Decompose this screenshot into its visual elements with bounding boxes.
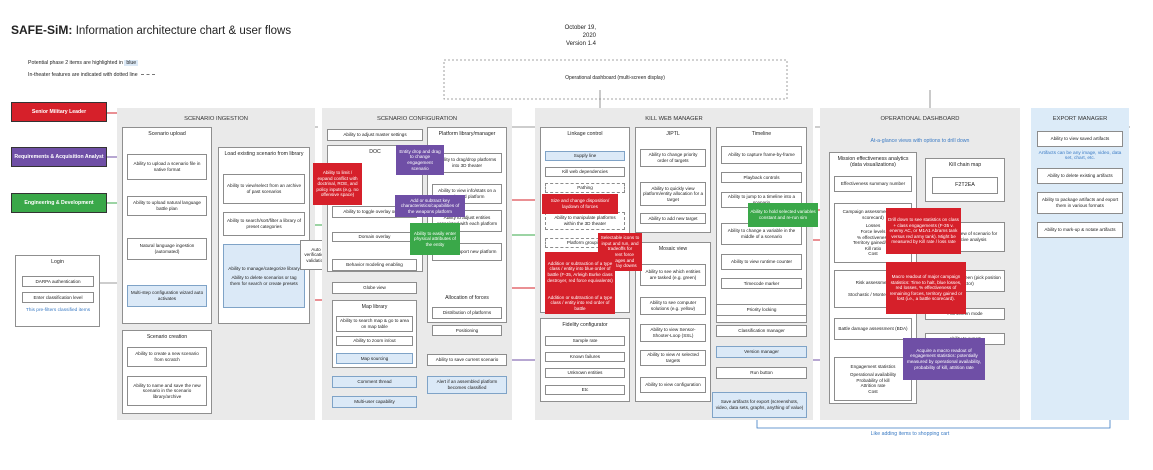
etc[interactable]: Etc <box>545 385 625 395</box>
view-configuration[interactable]: Ability to view configuration <box>640 377 706 393</box>
unknown-entities[interactable]: Unknown entities <box>545 368 625 378</box>
ai-selected-targets[interactable]: Ability to view AI selected targets <box>640 350 706 366</box>
scenario-configuration-title: SCENARIO CONFIGURATION <box>376 116 458 122</box>
dotted-line-icon <box>140 74 155 76</box>
red-limit-conflict-note: Ability to limit / expand conflict with … <box>313 163 362 205</box>
distribution-button[interactable]: Distribution of platforms <box>432 307 502 319</box>
engagement-stats-box[interactable]: Engagement statistics Operational availa… <box>834 357 912 401</box>
green-hold-variables-note: Ability to hold selected variables const… <box>748 203 818 227</box>
legend-phase2: Potential phase 2 items are highlighted … <box>28 60 139 66</box>
view-saved-artifacts-button[interactable]: Ability to view saved artifacts <box>1037 131 1123 147</box>
pathing[interactable]: Pathing <box>545 183 625 193</box>
package-artifacts-button[interactable]: Ability to package artifacts and export … <box>1037 192 1123 214</box>
op-dashboard-multiscreen: Operational dashboard (multi-screen disp… <box>565 75 665 82</box>
red-red-order-note: Addition or subtraction of a type class … <box>545 292 615 314</box>
timecode-marker[interactable]: Timecode marker <box>721 278 802 289</box>
green-physical-attributes-note: Ability to easily enter physical attribu… <box>410 223 460 255</box>
purple-add-subtract-note: Add or subtract key characteristics/capa… <box>395 195 465 217</box>
classification-manager[interactable]: Classification manager <box>716 325 807 337</box>
runtime-counter[interactable]: Ability to view runtime counter <box>721 254 802 270</box>
adjust-master-settings-button[interactable]: Ability to adjust master settings <box>327 129 423 141</box>
markup-artifacts-button[interactable]: Ability to mark-up & notate artifacts <box>1037 222 1123 238</box>
create-new-scenario-button[interactable]: Ability to create a new scenario from sc… <box>127 347 207 367</box>
globe-view-button[interactable]: Globe view <box>332 282 417 294</box>
positioning-button[interactable]: Positioning <box>432 325 502 336</box>
red-size-laydown-note: Size and change disposition/ laydown of … <box>542 194 618 214</box>
priority-locking[interactable]: Priority locking <box>716 304 807 316</box>
op-dashboard-subtitle: At-a-glance views with options to drill … <box>870 138 970 144</box>
search-library-button[interactable]: Ability to search/sort/filter a library … <box>223 212 305 236</box>
save-artifacts-button[interactable]: Save artifacts for export (screenshots, … <box>712 392 807 418</box>
bda-box[interactable]: Battle damage assessment (BDA) <box>834 318 912 340</box>
legend-blue-swatch: blue <box>124 60 139 66</box>
role-requirements-analyst[interactable]: Requirements & Acquisition Analyst <box>11 147 107 167</box>
kill-web-manager-title: KILL WEB MANAGER <box>645 116 703 122</box>
login-note: This pre-filters classified items <box>25 308 91 313</box>
name-save-scenario-button[interactable]: Ability to name and save the new scenari… <box>127 376 207 406</box>
run-button[interactable]: Run button <box>716 367 807 379</box>
darpa-auth-button[interactable]: DARPA authentication <box>22 276 94 287</box>
view-archive-button[interactable]: Ability to view/select from an archive o… <box>223 174 305 204</box>
role-engineering[interactable]: Engineering & Development <box>11 193 107 213</box>
shopping-cart-note: Like adding items to shopping cart <box>870 431 950 437</box>
title-prefix: SAFE-SiM: <box>11 23 73 37</box>
map-search-button[interactable]: Ability to search map & go to area on ma… <box>336 316 413 332</box>
scenario-ingestion-title: SCENARIO INGESTION <box>184 116 248 122</box>
behavior-modeling[interactable]: Behavior modeling enabling <box>332 259 417 271</box>
nl-ingestion: Natural language ingestion (automated) <box>127 238 207 260</box>
change-priority-button[interactable]: Ability to change priority order of targ… <box>640 149 706 167</box>
map-sourcing[interactable]: Map sourcing <box>336 353 413 364</box>
date-block: October 19, 2020 Version 1.4 <box>551 24 596 48</box>
playback-controls[interactable]: Playback controls <box>721 172 802 183</box>
map-zoom-button[interactable]: Ability to zoom in/out <box>336 336 413 346</box>
purple-drag-drop-note: Entity drop and drag to change engagemen… <box>396 145 444 175</box>
classification-level-field[interactable]: Enter classification level <box>22 292 94 303</box>
supply-line[interactable]: Supply line <box>545 151 625 161</box>
see-tasked-entities[interactable]: Ability to see which entities are tasked… <box>640 264 706 286</box>
quick-view-allocation-button[interactable]: Ability to quickly view platform/entity … <box>640 182 706 206</box>
title-subtitle: Information architecture chart & user fl… <box>75 25 292 37</box>
kill-web-dependencies[interactable]: Kill web dependencies <box>545 167 625 177</box>
purple-macro-readout-note: Acquire a macro readout of engagement st… <box>903 338 985 380</box>
red-drill-down-note: Drill down to see statistics on class + … <box>886 208 961 254</box>
domain-overlay[interactable]: Domain overlay <box>332 232 417 242</box>
comment-thread[interactable]: Comment thread <box>332 376 417 388</box>
save-scenario-button[interactable]: Ability to save current scenario <box>427 354 507 366</box>
legend-in-theater: In-theater features are indicated with d… <box>28 72 155 78</box>
allocation-of-forces-title: Allocation of forces <box>445 295 489 301</box>
export-manager-title: EXPORT MANAGER <box>1052 116 1108 122</box>
export-manager-subtitle: Artifacts can be any image, video, data … <box>1038 151 1122 161</box>
see-computer-solutions[interactable]: Ability to see computer solutions (e.g. … <box>640 297 706 315</box>
red-macro-readout-note: Macro readout of major campaign statisti… <box>886 262 966 314</box>
classified-alert: Alert if an assembled platform becomes c… <box>427 376 507 394</box>
role-senior-military-leader[interactable]: Senior Military Leader <box>11 102 107 122</box>
export-manager-panel <box>1031 108 1129 420</box>
multi-step-wizard: Multi-step configuration wizard auto act… <box>127 285 207 307</box>
capture-frame-button[interactable]: Ability to capture frame-by-frame <box>721 146 802 164</box>
delete-artifacts-button[interactable]: Ability to delete existing artifacts <box>1037 168 1123 184</box>
version: Version 1.4 <box>565 41 596 47</box>
upload-nl-battle-plan-button[interactable]: Ability to upload natural language battl… <box>127 196 207 216</box>
effectiveness-summary[interactable]: Effectiveness summary number <box>834 176 912 192</box>
operational-dashboard-title: OPERATIONAL DASHBOARD <box>880 116 960 122</box>
known-failures[interactable]: Known failures <box>545 352 625 362</box>
upload-scenario-file-button[interactable]: Ability to upload a scenario file in nat… <box>127 154 207 180</box>
login-panel: Login DARPA authentication Enter classif… <box>15 255 100 327</box>
sensor-shooter-loop[interactable]: Ability to view Sensor-Shooter-Loop (SSL… <box>640 324 706 342</box>
manipulate-platforms-button[interactable]: Ability to manipulate platforms within t… <box>545 212 625 230</box>
red-blue-order-note: Addition or subtraction of a type class … <box>545 252 615 292</box>
multi-user-capability[interactable]: Multi-user capability <box>332 396 417 408</box>
date: October 19, 2020 <box>564 25 596 39</box>
f2t2ea-box[interactable]: F2T2EA <box>932 177 998 194</box>
sample-rate[interactable]: Sample rate <box>545 336 625 346</box>
add-target-button[interactable]: Ability to add new target <box>640 213 706 224</box>
login-title: Login <box>51 259 64 265</box>
version-manager[interactable]: Version manager <box>716 346 807 358</box>
page-title: SAFE-SiM: Information architecture chart… <box>11 23 291 37</box>
